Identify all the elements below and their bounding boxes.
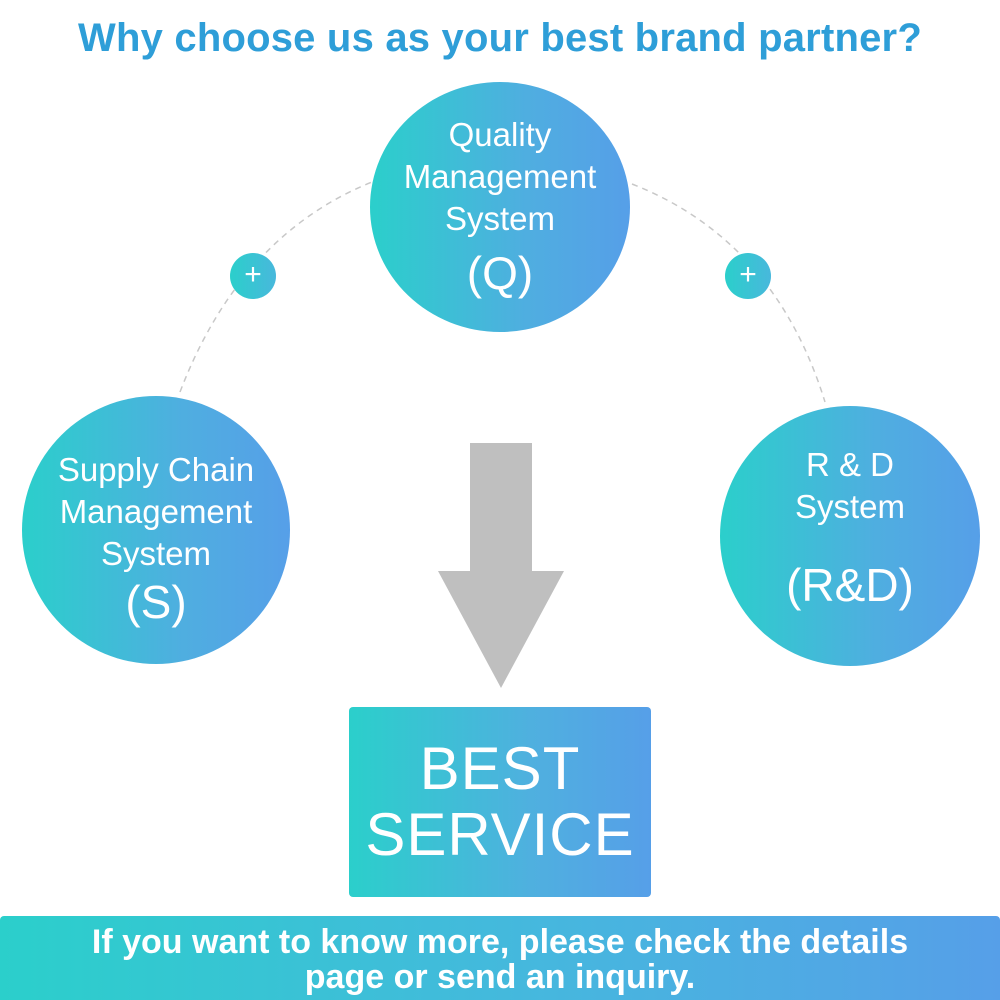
footer-text-line: page or send an inquiry. [304, 958, 696, 996]
node-label-line: System [794, 488, 906, 525]
page-title: Why choose us as your best brand partner… [78, 16, 922, 60]
right-dashed-arc [631, 183, 826, 403]
down-arrow-icon [438, 443, 564, 688]
footer-text-line: If you want to know more, please check t… [91, 923, 909, 961]
left-dashed-arc [179, 181, 373, 393]
plus-icon: + [725, 253, 771, 299]
plus-icon: + [230, 253, 276, 299]
node-label-line: System [100, 535, 212, 572]
node-label-line: Supply Chain [57, 451, 255, 488]
footer-banner: If you want to know more, please check t… [0, 916, 1000, 1000]
node-code: (Q) [466, 247, 534, 299]
best-service-box: BEST SERVICE [349, 707, 651, 897]
best-service-line: SERVICE [365, 801, 635, 868]
rd-system-node: R & D System (R&D) [720, 406, 980, 666]
best-service-line: BEST [419, 735, 581, 802]
node-label-line: System [444, 200, 556, 237]
node-code: (R&D) [786, 559, 914, 611]
node-label-line: Management [403, 158, 597, 195]
quality-management-node: Quality Management System (Q) [370, 82, 630, 332]
supply-chain-node: Supply Chain Management System (S) [22, 396, 290, 664]
node-code: (S) [125, 576, 187, 628]
node-label-line: Quality [448, 116, 552, 153]
node-label-line: R & D [805, 446, 894, 483]
node-label-line: Management [59, 493, 253, 530]
